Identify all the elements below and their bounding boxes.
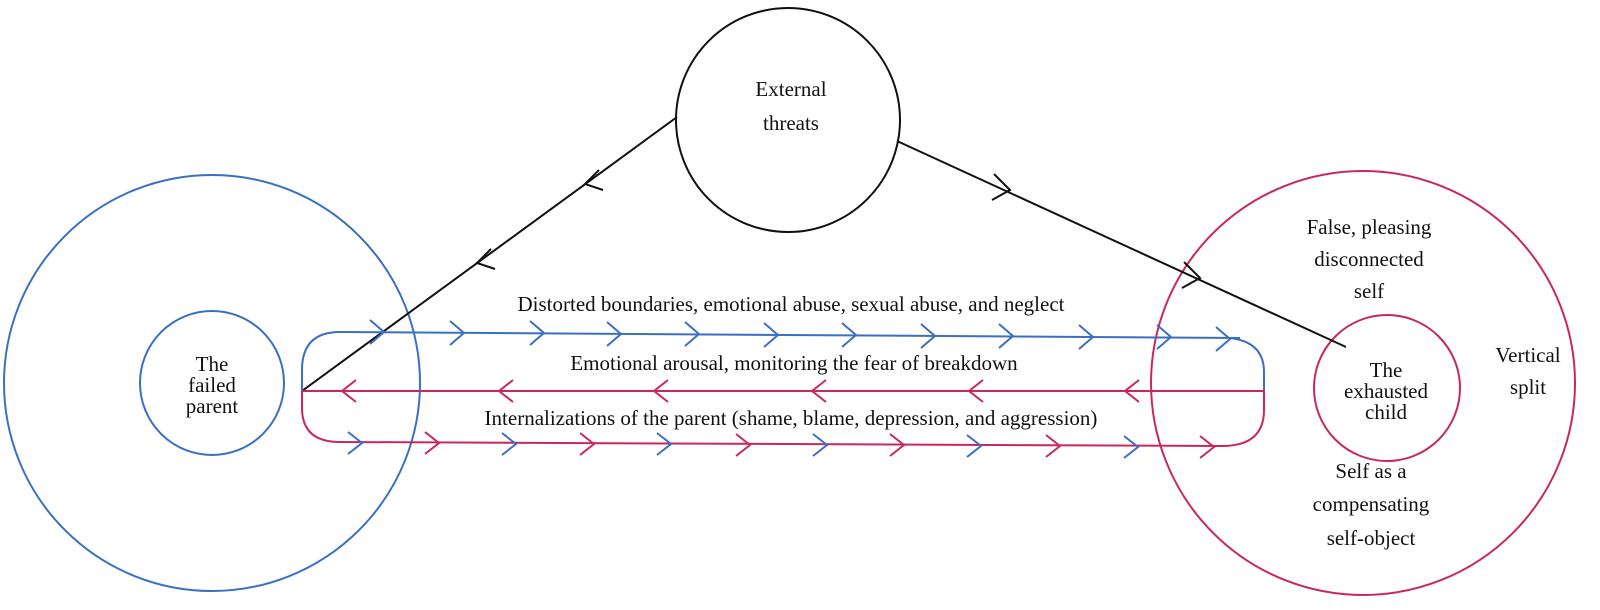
flow-top-arrowhead: [369, 319, 386, 345]
flow-bottom-arrowhead: [1199, 435, 1216, 459]
svg-text:self: self: [1354, 279, 1384, 303]
svg-text:disconnected: disconnected: [1314, 247, 1424, 271]
flow-bottom-arrowhead: [656, 432, 673, 456]
flow-top-arrowhead: [606, 321, 623, 347]
threat-arrowhead: [583, 169, 604, 191]
svg-text:False, pleasing: False, pleasing: [1307, 215, 1432, 239]
flow-bottom-arrowhead: [347, 431, 364, 455]
flow-top-arrows: [301, 319, 1241, 391]
svg-text:self-object: self-object: [1327, 526, 1416, 550]
threat-arrowheads: [475, 169, 1202, 289]
flow-middle-arrowhead: [810, 379, 827, 403]
svg-text:parent: parent: [186, 394, 239, 418]
flow-bottom-arrowhead: [1045, 434, 1062, 458]
false-self-label: False, pleasing disconnected self: [1307, 215, 1432, 303]
svg-text:The: The: [1370, 358, 1403, 382]
flow-top-arrowhead: [920, 323, 937, 349]
parent-outer-circle: [3, 174, 421, 592]
flow-bottom-arrows: [301, 391, 1265, 459]
flow-top-arrowhead: [763, 322, 780, 348]
failed-parent-label: The failed parent: [186, 352, 239, 418]
flow-top-arrowhead: [1156, 324, 1173, 350]
flow-middle-arrowhead: [1123, 379, 1140, 403]
svg-text:failed: failed: [188, 373, 236, 397]
flow-bottom-arrowhead: [501, 432, 518, 456]
flow-bottom-label: Internalizations of the parent (shame, b…: [485, 406, 1098, 430]
flow-bottom-line: [339, 391, 1265, 448]
flow-top-line: [301, 330, 1241, 391]
flow-bottom-arrowhead: [424, 431, 441, 455]
flow-top-arrowhead: [684, 321, 701, 347]
flow-right-turn: [1229, 337, 1265, 391]
compensating-self-label: Self as a compensating self-object: [1313, 459, 1430, 550]
flow-middle-label: Emotional arousal, monitoring the fear o…: [570, 351, 1018, 375]
flow-bottom-arrowhead: [889, 433, 906, 457]
flow-top-arrowhead: [449, 320, 466, 346]
threat-arrowhead: [1181, 261, 1202, 289]
child-outer-circle: [1150, 170, 1576, 596]
svg-text:External: External: [755, 77, 826, 101]
svg-text:Self as a: Self as a: [1335, 459, 1407, 483]
flow-bottom-arrowhead: [735, 433, 752, 457]
flow-top-arrowhead: [1078, 324, 1095, 350]
svg-text:child: child: [1365, 400, 1407, 424]
flow-bottom-arrowhead: [966, 434, 983, 458]
threat-line-to-parent: [301, 116, 678, 392]
flow-middle-arrows: [302, 379, 1264, 403]
vertical-split-label: Vertical split: [1495, 343, 1560, 399]
flow-bottom-arrowhead: [1123, 435, 1140, 459]
flow-bottom-arrowhead: [579, 432, 596, 456]
exhausted-child-label: The exhausted child: [1344, 358, 1428, 424]
svg-text:compensating: compensating: [1313, 492, 1430, 516]
svg-text:exhausted: exhausted: [1344, 379, 1428, 403]
threat-arrowhead: [475, 248, 496, 270]
flow-middle-arrowhead: [497, 379, 514, 403]
flow-top-arrowhead: [998, 323, 1015, 349]
svg-text:Vertical: Vertical: [1495, 343, 1560, 367]
parent-inner-circle: [139, 310, 285, 456]
svg-text:threats: threats: [763, 111, 819, 135]
threat-arrowhead: [991, 173, 1012, 201]
flow-top-arrowhead: [529, 320, 546, 346]
svg-text:split: split: [1510, 375, 1546, 399]
flow-middle-arrowhead: [967, 379, 984, 403]
flow-top-arrowhead: [841, 322, 858, 348]
external-threats-circle: [675, 7, 901, 233]
child-inner-circle: [1313, 314, 1461, 462]
svg-text:The: The: [196, 352, 229, 376]
flow-middle-arrowhead: [652, 379, 669, 403]
threat-line-to-child: [896, 140, 1347, 348]
flow-left-turn: [301, 391, 341, 443]
flow-top-arrowhead: [1215, 326, 1232, 352]
flow-top-label: Distorted boundaries, emotional abuse, s…: [517, 292, 1064, 316]
external-threats-label: External threats: [755, 77, 826, 135]
flow-middle-arrowhead: [340, 379, 357, 403]
flow-bottom-arrowhead: [812, 433, 829, 457]
